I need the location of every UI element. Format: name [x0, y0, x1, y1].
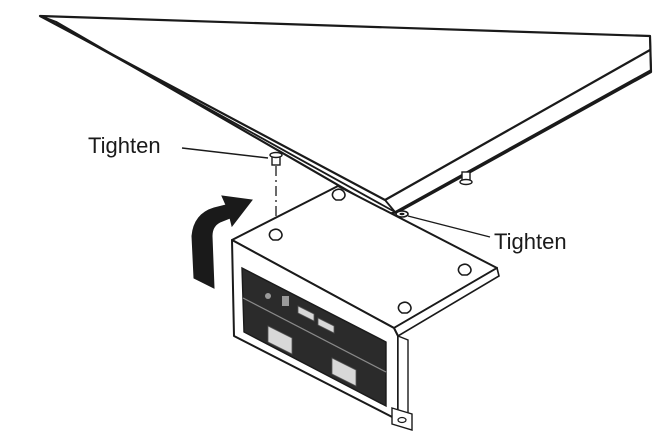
ethernet-port	[267, 325, 293, 355]
insertion-arrow	[191, 195, 253, 289]
mounting-bracket	[231, 185, 500, 431]
keyhole-slot	[457, 263, 472, 276]
screw-back	[459, 171, 473, 186]
keyhole-slot	[397, 301, 412, 314]
leader-line-left	[181, 147, 269, 159]
screw-left	[269, 151, 283, 166]
table-board	[38, 14, 653, 216]
leader-line-right	[407, 215, 491, 238]
ethernet-port	[331, 357, 357, 387]
screw-right	[395, 210, 409, 218]
indicator-led	[265, 293, 271, 299]
usb-port	[317, 317, 335, 334]
usb-port	[297, 305, 315, 322]
port-panel	[241, 266, 387, 408]
tighten-label-left: Tighten	[88, 133, 161, 158]
switch	[282, 296, 289, 306]
keyhole-slot	[268, 228, 283, 241]
tighten-label-right: Tighten	[494, 229, 567, 254]
keyhole-slot	[331, 188, 346, 201]
